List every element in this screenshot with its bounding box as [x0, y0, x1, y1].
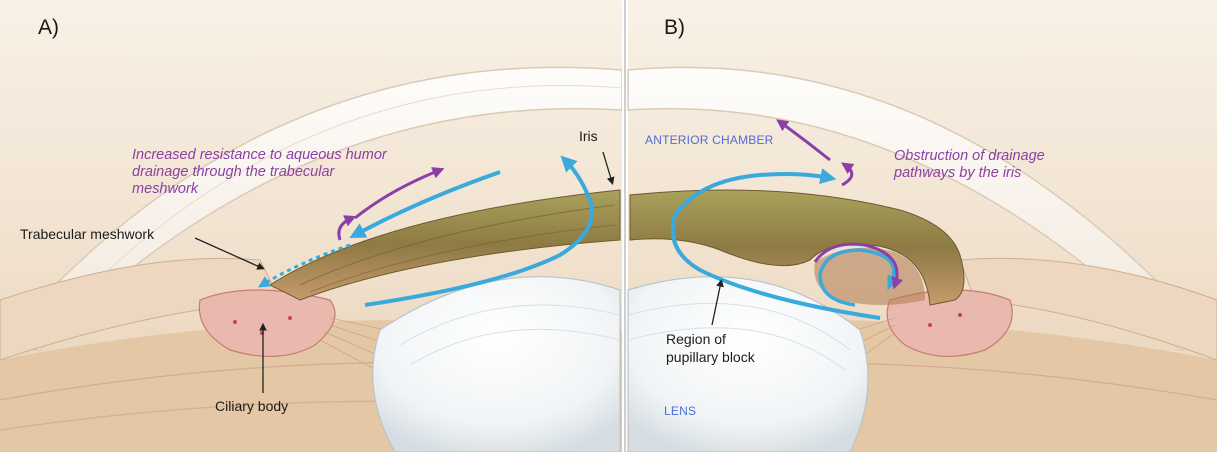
- trabecular-meshwork-label: Trabecular meshwork: [20, 226, 154, 242]
- panel-b-art: [628, 0, 1217, 452]
- panel-b-letter: B): [664, 16, 685, 40]
- iris-label: Iris: [579, 128, 598, 144]
- panel-a-letter: A): [38, 16, 59, 40]
- obstruction-note: Obstruction of drainage pathways by the …: [894, 148, 1074, 182]
- pupillary-block-label: Region of pupillary block: [666, 330, 766, 366]
- anterior-chamber-label: ANTERIOR CHAMBER: [645, 133, 774, 147]
- ciliary-body-label: Ciliary body: [215, 398, 288, 414]
- resistance-note: Increased resistance to aqueous humor dr…: [132, 147, 392, 198]
- lens-label: LENS: [664, 404, 696, 418]
